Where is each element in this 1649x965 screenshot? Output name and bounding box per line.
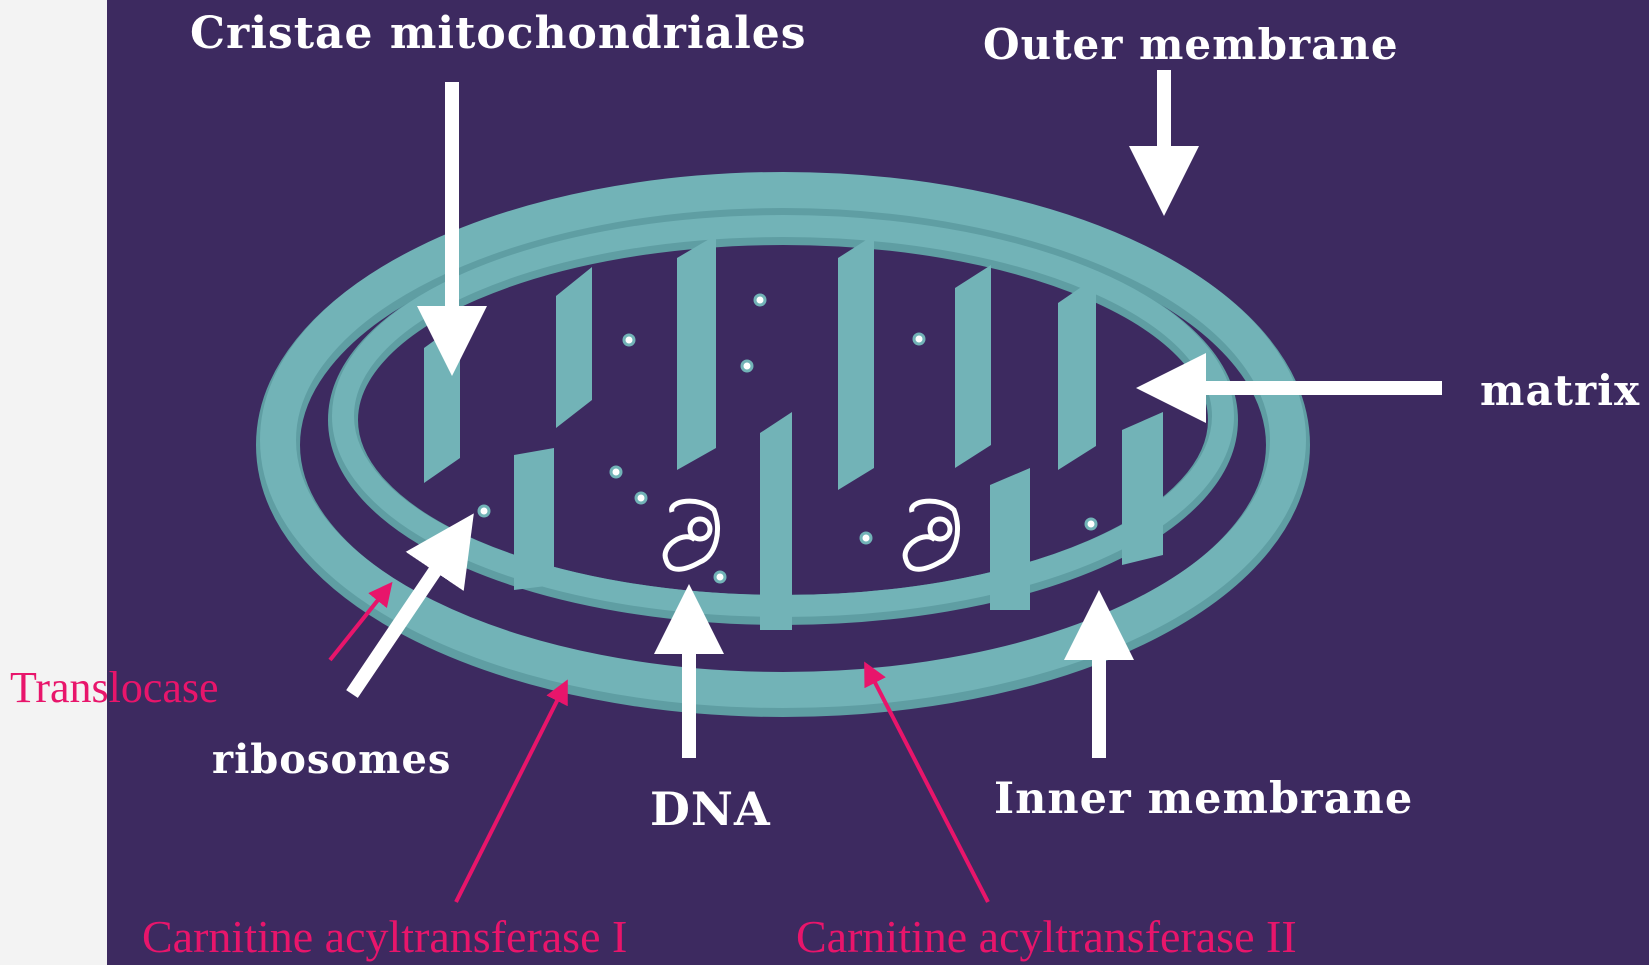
translocase-label: Translocase xyxy=(10,662,219,713)
dot-icon xyxy=(742,361,752,371)
dot-icon xyxy=(611,467,621,477)
dna-label: DNA xyxy=(650,782,771,836)
crista xyxy=(990,468,1030,610)
dot-icon xyxy=(479,506,489,516)
matrix-label: matrix xyxy=(1480,366,1640,415)
crista xyxy=(838,235,874,490)
arrow-icon xyxy=(456,683,566,902)
carnitine-acyltransferase-2-label: Carnitine acyltransferase II xyxy=(796,910,1297,963)
dot-icon xyxy=(636,493,646,503)
dot-icon xyxy=(624,335,634,345)
dot-icon xyxy=(755,295,765,305)
dot-icon xyxy=(914,334,924,344)
dot-icon xyxy=(861,533,871,543)
crista xyxy=(556,267,592,428)
dot-icon xyxy=(1086,519,1096,529)
dna-loop-icon xyxy=(665,501,717,569)
crista xyxy=(1058,277,1096,470)
cristae-label: Cristae mitochondriales xyxy=(190,8,807,59)
crista xyxy=(1122,412,1163,565)
crista xyxy=(514,448,554,590)
inner-membrane-label: Inner membrane xyxy=(994,774,1413,824)
carnitine-acyltransferase-1-label: Carnitine acyltransferase I xyxy=(142,910,627,963)
ribosomes-label: ribosomes xyxy=(212,736,451,783)
dot-icon xyxy=(715,572,725,582)
dna-loop-icon xyxy=(905,501,957,569)
crista xyxy=(677,235,716,470)
crista xyxy=(955,265,991,468)
outer-membrane-label: Outer membrane xyxy=(983,20,1399,69)
crista xyxy=(760,412,792,630)
